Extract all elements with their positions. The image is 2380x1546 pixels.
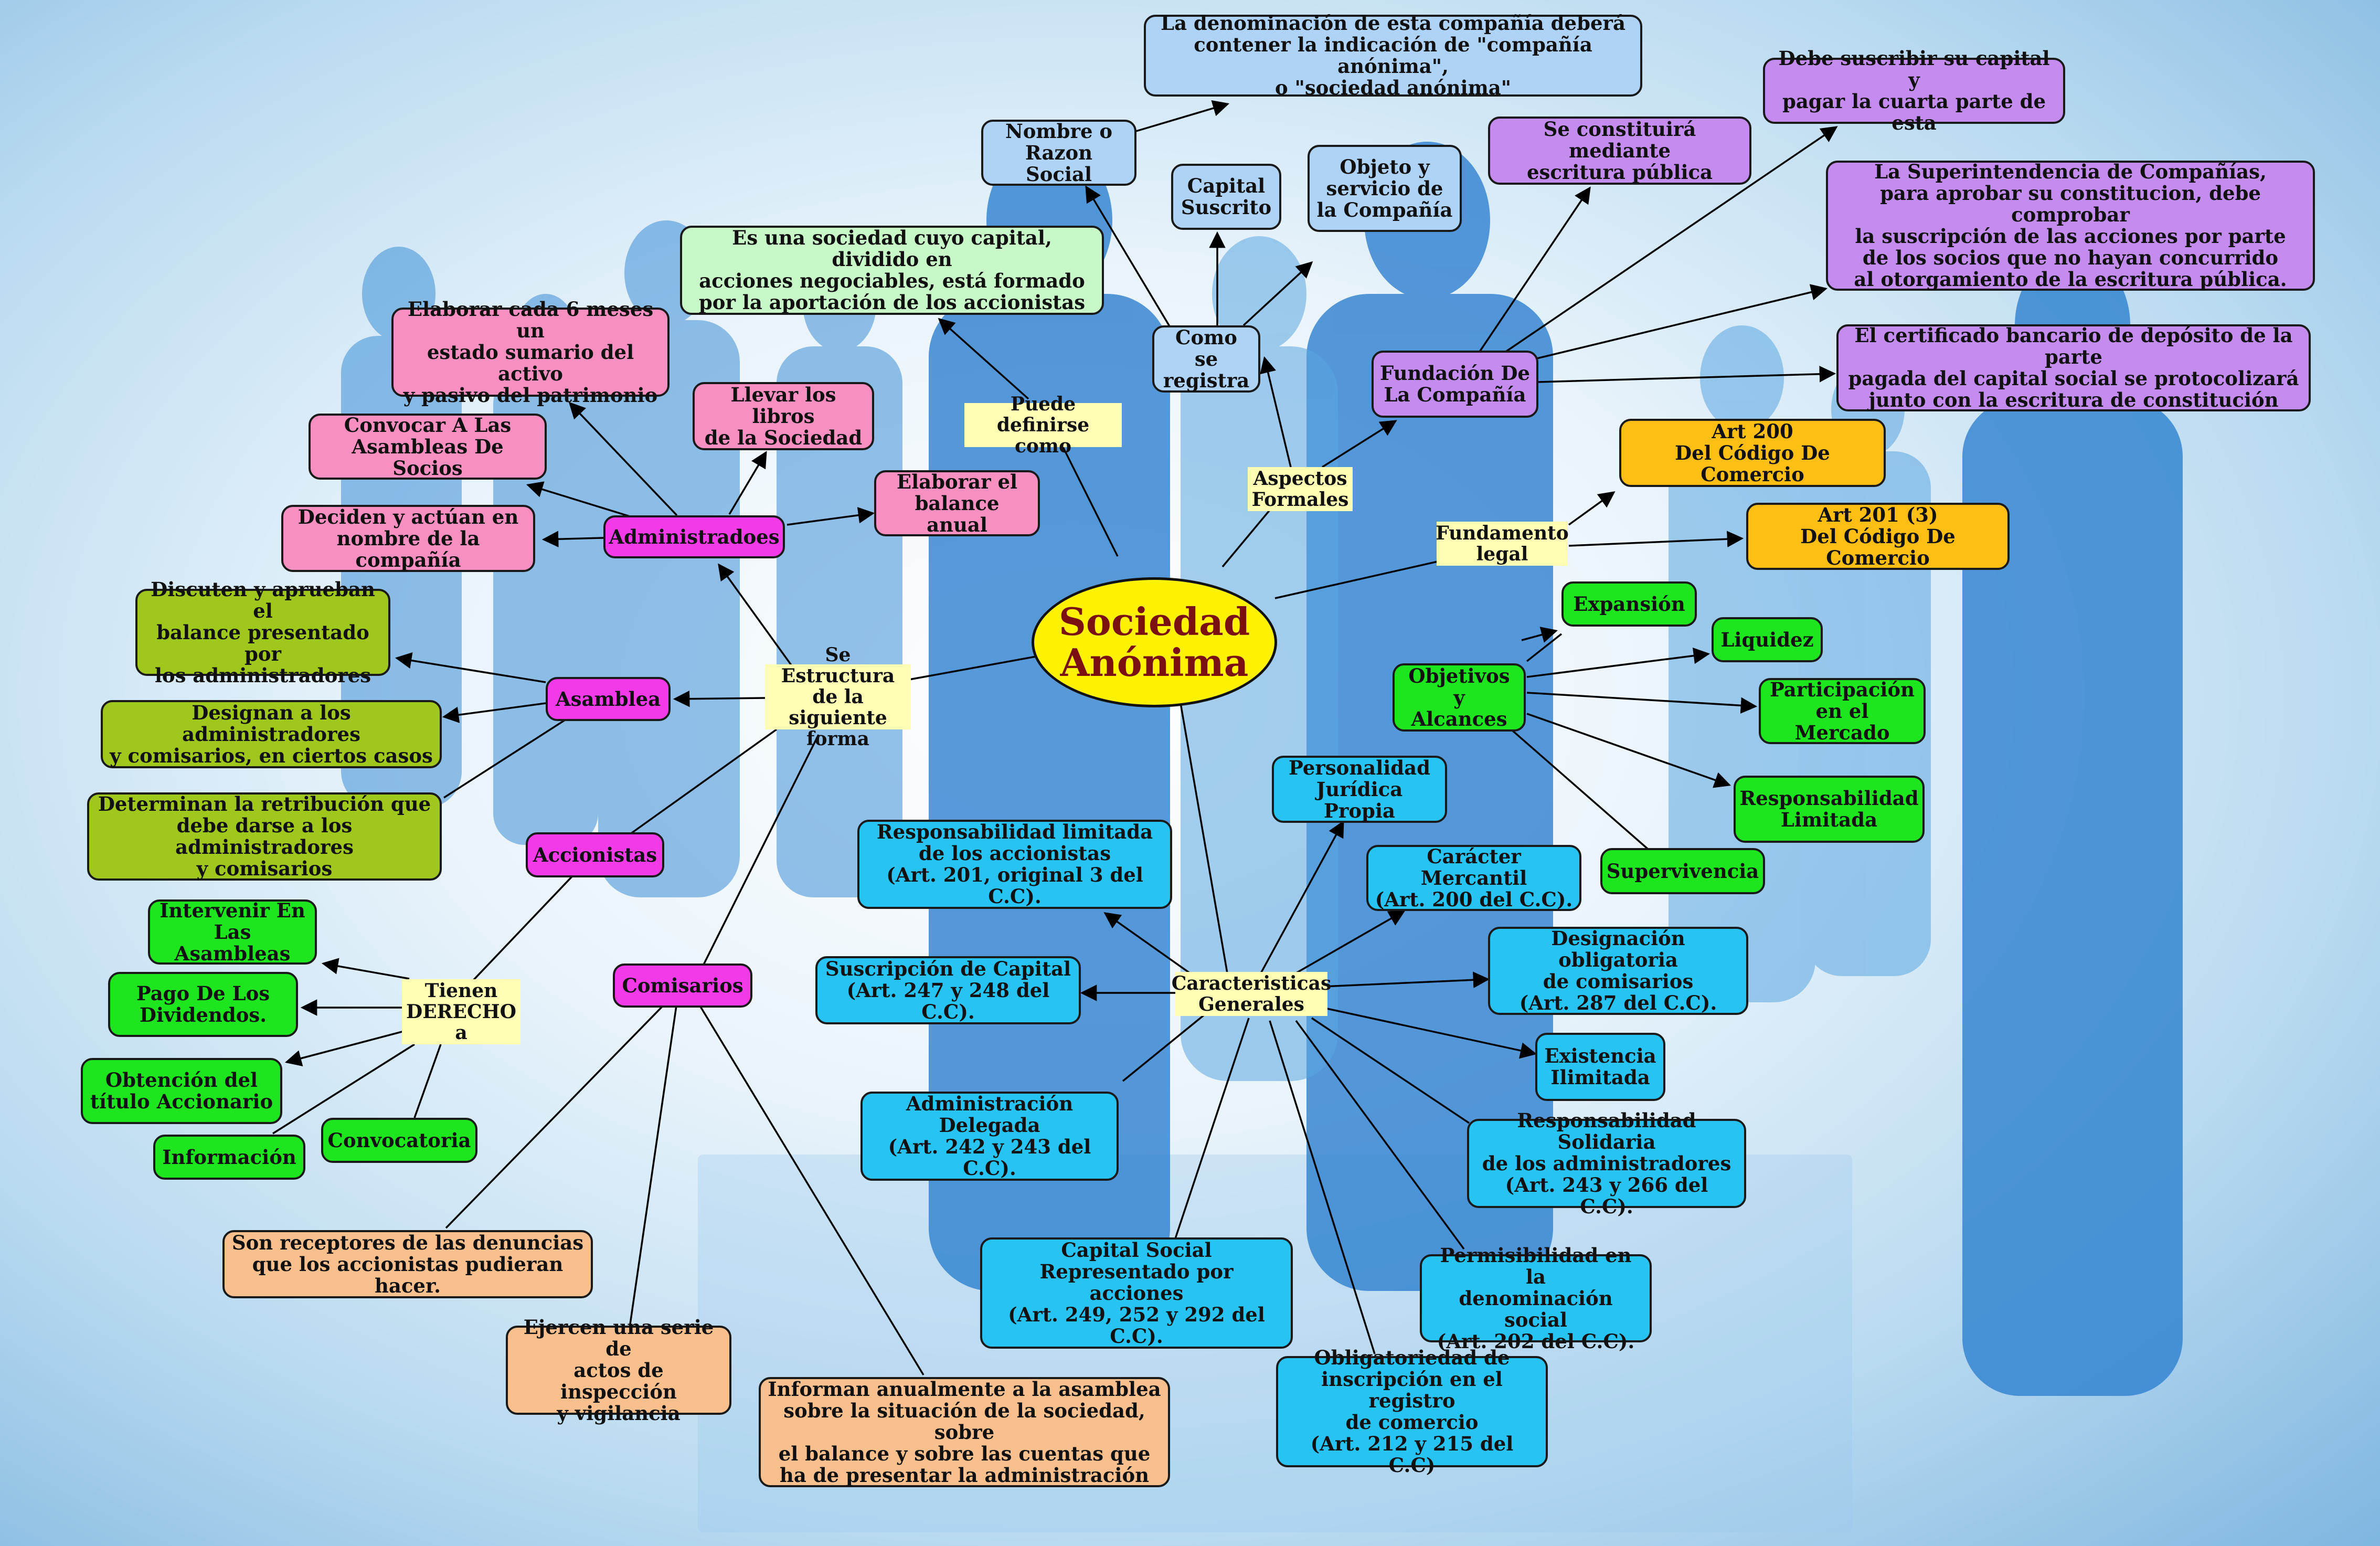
label-estructura: Se Estructura de la siguiente forma: [765, 644, 911, 749]
expansion-box[interactable]: Expansión: [1561, 581, 1697, 627]
permisibilidad-box[interactable]: Permisibilidad en la denominación social…: [1420, 1244, 1652, 1352]
deciden-actuan-box[interactable]: Deciden y actúan en nombre de la compañí…: [281, 505, 535, 572]
asamblea-box[interactable]: Asamblea: [546, 677, 671, 721]
intervenir-asambleas-box[interactable]: Intervenir En Las Asambleas: [148, 899, 317, 965]
art201-box[interactable]: Art 201 (3) Del Código De Comercio: [1746, 503, 2010, 570]
caracter-mercantil-box[interactable]: Carácter Mercantil (Art. 200 del C.C).: [1366, 845, 1581, 911]
superintendencia-box[interactable]: La Superintendencia de Compañías, para a…: [1826, 161, 2315, 291]
pago-dividendos-box[interactable]: Pago De Los Dividendos.: [108, 972, 298, 1037]
convocatoria-box[interactable]: Convocatoria: [321, 1118, 477, 1163]
escritura-publica-box[interactable]: Se constituirá mediante escritura públic…: [1488, 117, 1751, 185]
capital-social-box[interactable]: Capital Social Representado por acciones…: [980, 1237, 1293, 1349]
liquidez-box[interactable]: Liquidez: [1712, 617, 1823, 662]
designan-box[interactable]: Designan a los administradores y comisar…: [101, 700, 442, 768]
label-tienen-derecho: Tienen DERECHO a: [402, 979, 520, 1044]
administracion-delegada-box[interactable]: Administración Delegada (Art. 242 y 243 …: [860, 1092, 1119, 1181]
nombre-razon-social-box[interactable]: Nombre o Razon Social: [981, 120, 1136, 186]
determinan-retribucion-box[interactable]: Determinan la retribución que debe darse…: [87, 792, 442, 881]
objeto-servicio-box[interactable]: Objeto y servicio de la Compañía: [1308, 145, 1462, 232]
label-aspectos-formales: Aspectos Formales: [1248, 467, 1353, 511]
existencia-ilimitada-box[interactable]: Existencia Ilimitada: [1535, 1033, 1665, 1101]
label-fundamento-legal: Fundamento legal: [1436, 522, 1569, 566]
supervivencia-box[interactable]: Supervivencia: [1600, 848, 1765, 894]
accionistas-box[interactable]: Accionistas: [526, 832, 664, 877]
definicion-box[interactable]: Es una sociedad cuyo capital, dividido e…: [680, 226, 1104, 315]
suscripcion-capital-box[interactable]: Suscripción de Capital (Art. 247 y 248 d…: [815, 956, 1081, 1024]
como-se-registra-box[interactable]: Como se registra: [1152, 325, 1260, 393]
suscribir-capital-box[interactable]: Debe suscribir su capital y pagar la cua…: [1763, 48, 2065, 134]
certificado-bancario-box[interactable]: El certificado bancario de depósito de l…: [1836, 324, 2311, 411]
responsabilidad-limitada-box[interactable]: Responsabilidad Limitada: [1734, 776, 1925, 843]
denominacion-box[interactable]: La denominación de esta compañía deberá …: [1144, 13, 1642, 99]
discuten-aprueban-box[interactable]: Discuten y aprueban el balance presentad…: [135, 578, 390, 686]
llevar-libros-box[interactable]: Llevar los libros de la Sociedad: [693, 382, 874, 450]
elaborar-balance-box[interactable]: Elaborar el balance anual: [874, 470, 1040, 536]
comisarios-box[interactable]: Comisarios: [613, 963, 752, 1008]
personalidad-juridica-box[interactable]: Personalidad Jurídica Propia: [1272, 756, 1447, 823]
informacion-box[interactable]: Información: [153, 1135, 305, 1180]
art200-box[interactable]: Art 200 Del Código De Comercio: [1619, 419, 1886, 487]
administradores-box[interactable]: Administradoes: [603, 515, 785, 558]
ejercen-inspeccion-box[interactable]: Ejercen una serie de actos de inspección…: [506, 1316, 731, 1424]
responsabilidad-solidaria-box[interactable]: Responsabilidad Solidaria de los adminis…: [1467, 1109, 1746, 1217]
elaborar-6-meses-box[interactable]: Elaborar cada 6 meses un estado sumario …: [391, 298, 670, 406]
objetivos-alcances-box[interactable]: Objetivos y Alcances: [1393, 663, 1526, 732]
capital-suscrito-box[interactable]: Capital Suscrito: [1171, 164, 1281, 230]
participacion-mercado-box[interactable]: Participación en el Mercado: [1759, 678, 1926, 744]
obligatoriedad-inscripcion-box[interactable]: Obligatoriedad de inscripción en el regi…: [1276, 1347, 1548, 1476]
responsabilidad-accionistas-box[interactable]: Responsabilidad limitada de los accionis…: [857, 820, 1172, 909]
obtencion-titulo-box[interactable]: Obtención del título Accionario: [81, 1058, 282, 1124]
label-puede-definirse: Puede definirse como: [964, 394, 1122, 457]
central-topic[interactable]: Sociedad Anónima: [1032, 577, 1277, 707]
convocar-asambleas-box[interactable]: Convocar A Las Asambleas De Socios: [309, 414, 547, 480]
label-caracteristicas: Caracteristicas Generales: [1171, 972, 1332, 1016]
informan-anualmente-box[interactable]: Informan anualmente a la asamblea sobre …: [759, 1377, 1170, 1487]
designacion-comisarios-box[interactable]: Designación obligatoria de comisarios (A…: [1488, 927, 1748, 1015]
fundacion-compania-box[interactable]: Fundación De La Compañía: [1372, 351, 1538, 418]
receptores-denuncias-box[interactable]: Son receptores de las denuncias que los …: [222, 1230, 593, 1298]
